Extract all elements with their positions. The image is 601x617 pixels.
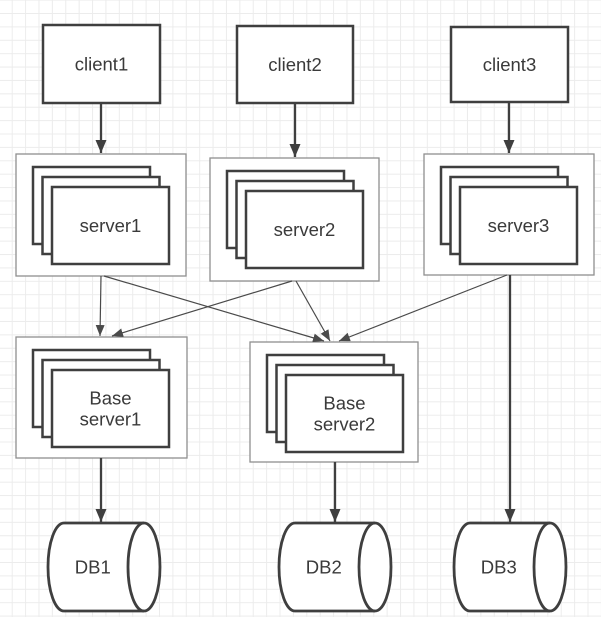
node-label-db2: DB2 [306, 557, 342, 578]
node-label-server3: server3 [488, 215, 550, 236]
server1-card-3[interactable] [50, 185, 171, 266]
node-label-client2: client2 [268, 54, 321, 75]
node-db2[interactable]: DB2 [277, 521, 393, 613]
base-server1-card-3[interactable] [50, 368, 171, 449]
node-client3[interactable]: client3 [449, 25, 570, 104]
base-server2-card-3[interactable] [284, 373, 405, 454]
server3-card-3[interactable] [458, 185, 579, 266]
db2-cap-rim [357, 521, 376, 613]
node-label-server1: server1 [80, 215, 142, 236]
client3-box[interactable] [449, 25, 570, 104]
node-label-db3: DB3 [481, 557, 517, 578]
node-label-server2: server2 [274, 219, 336, 240]
node-label-client3: client3 [483, 54, 536, 75]
client1-box[interactable] [41, 23, 162, 105]
node-label-db1: DB1 [75, 557, 111, 578]
edge-server2-to-base-server1[interactable] [111, 280, 293, 338]
node-server1[interactable]: server1 [15, 153, 187, 277]
edge-server1-to-base-server2[interactable] [103, 275, 325, 343]
node-db1[interactable]: DB1 [46, 521, 162, 613]
node-client2[interactable]: client2 [235, 24, 355, 105]
node-db3[interactable]: DB3 [452, 521, 568, 613]
node-label-client1: client1 [75, 54, 128, 75]
node-client1[interactable]: client1 [41, 23, 162, 105]
node-server3[interactable]: server3 [423, 153, 595, 276]
db3-cap-rim [532, 521, 551, 613]
edge-server2-to-base-server2[interactable] [295, 280, 331, 342]
db1-cap-rim [126, 521, 145, 613]
node-server2[interactable]: server2 [209, 157, 380, 282]
edge-server1-to-base-server1[interactable] [95, 275, 105, 337]
edge-server3-to-base-server2[interactable] [338, 274, 508, 342]
client2-box[interactable] [235, 24, 355, 105]
server2-card-3[interactable] [244, 189, 365, 270]
